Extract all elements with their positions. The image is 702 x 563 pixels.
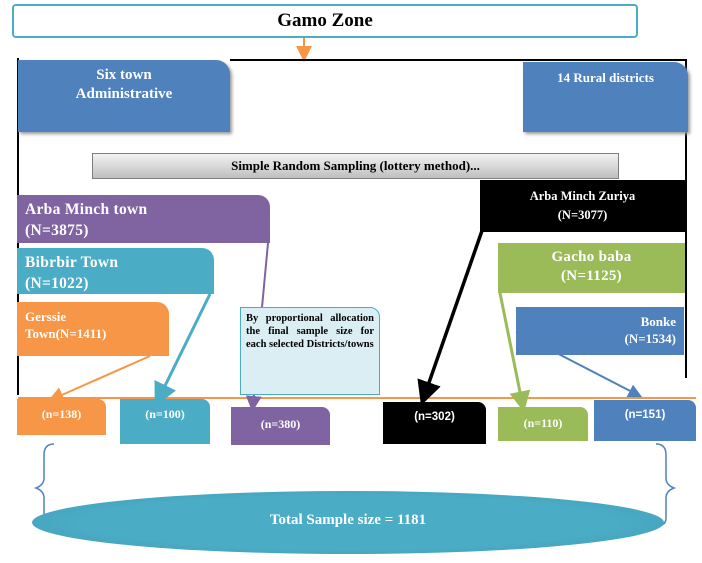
town-population: (N=1022) [25, 275, 89, 292]
sample-bibrbir: (n=100) [120, 399, 210, 444]
district-population: (N=1125) [561, 268, 622, 284]
district-name: Gacho baba [551, 249, 632, 265]
bibrbir-arrow [154, 293, 212, 407]
gerssie-arrow [47, 355, 151, 403]
town-name: Arba Minch town [25, 201, 148, 218]
gerssie-town-box: Gerssie Town(N=1411) [17, 302, 169, 356]
district-population: (N=1534) [624, 331, 676, 346]
total-sample-ellipse: Total Sample size = 1181 [32, 491, 664, 554]
town-name: Gerssie [25, 309, 67, 324]
sample-bonke: (n=151) [594, 400, 696, 441]
arba-minch-zuriya-box: Arba Minch Zuriya (N=3077) [480, 180, 685, 232]
sample-arba-minch-zuriya: (n=302) [383, 402, 486, 444]
gacho-baba-box: Gacho baba (N=1125) [498, 243, 685, 293]
gacho-arrow [498, 292, 531, 413]
bonke-box: Bonke (N=1534) [516, 307, 684, 355]
sample-arba-minch-town: (n=380) [231, 407, 330, 445]
right-brace [655, 443, 677, 527]
town-name: Bibrbir Town [25, 254, 119, 271]
district-name: Arba Minch Zuriya [529, 189, 636, 203]
allocation-note: By proportional allocation the final sam… [240, 307, 380, 395]
zuriya-arrow [417, 224, 486, 406]
town-population: Town(N=1411) [25, 326, 107, 341]
district-name: Bonke [640, 314, 676, 329]
sample-gacho-baba: (n=110) [498, 407, 588, 441]
sampling-method-box: Simple Random Sampling (lottery method).… [92, 153, 619, 179]
rural-districts-box: 14 Rural districts [523, 62, 688, 132]
town-admin-line2: Administrative [75, 86, 173, 102]
zone-title: Gamo Zone [12, 4, 638, 38]
arba-minch-town-box: Arba Minch town (N=3875) [17, 195, 270, 243]
district-population: (N=3077) [557, 208, 608, 222]
sample-gerssie: (n=138) [17, 399, 106, 435]
bibrbir-town-box: Bibrbir Town (N=1022) [17, 248, 214, 294]
town-population: (N=3875) [25, 222, 89, 239]
town-administrative-box: Six town Administrative [18, 60, 230, 132]
town-admin-line1: Six town [96, 67, 152, 83]
